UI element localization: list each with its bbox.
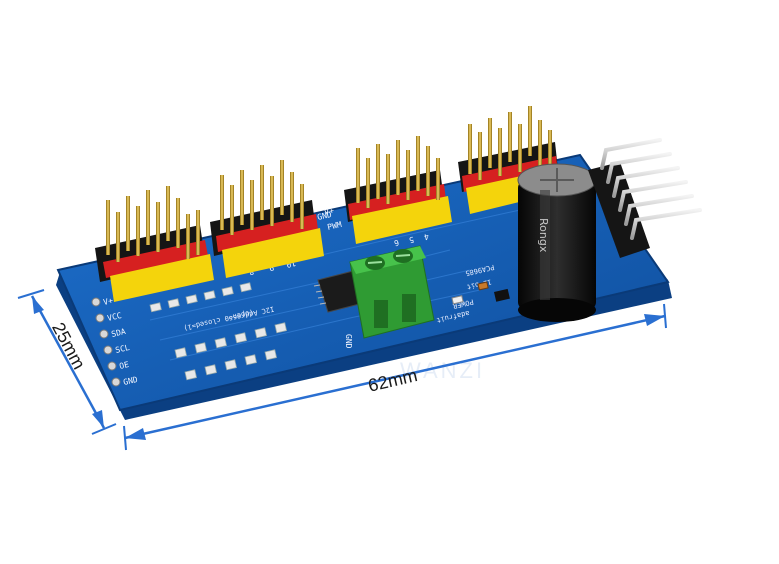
terminal-gnd-label: GND (344, 334, 353, 349)
vplus-label: V+ (323, 206, 335, 217)
pin-label-vplus: V+ (102, 296, 114, 307)
watermark: WANZI (400, 358, 485, 383)
header-group-mid-left (210, 160, 324, 278)
gnd-top-label: GND (316, 210, 332, 222)
smd-resistor (477, 281, 489, 291)
ch-label-6: 6 (393, 238, 400, 248)
header-group-left (95, 186, 214, 302)
electrolytic-capacitor: Rongx (517, 163, 597, 322)
pin-label-scl: SCL (114, 343, 130, 355)
capacitor-label: Rongx (537, 218, 550, 253)
left-pin-labels: V+ VCC SDA SCL OE GND (102, 296, 138, 387)
power-led (451, 295, 464, 305)
left-pin-holes (91, 297, 121, 387)
pin-label-sda: SDA (110, 327, 126, 339)
ch-label-10: 10 (285, 258, 297, 269)
screw-terminal (349, 245, 435, 339)
ch-label-5: 5 (408, 235, 415, 245)
ch-label-4: 4 (423, 232, 430, 242)
address-pads (149, 282, 288, 381)
header-group-mid-right (344, 136, 452, 244)
pin-label-oe: OE (118, 360, 130, 371)
width-dimension: 62mm (123, 303, 667, 451)
pwm-label: PWM (326, 220, 342, 232)
transistor (494, 288, 510, 302)
pin-label-vcc: VCC (106, 311, 122, 323)
width-label: 62mm (366, 365, 419, 396)
pin-label-gnd: GND (122, 375, 138, 387)
right-angle-header (588, 138, 702, 258)
